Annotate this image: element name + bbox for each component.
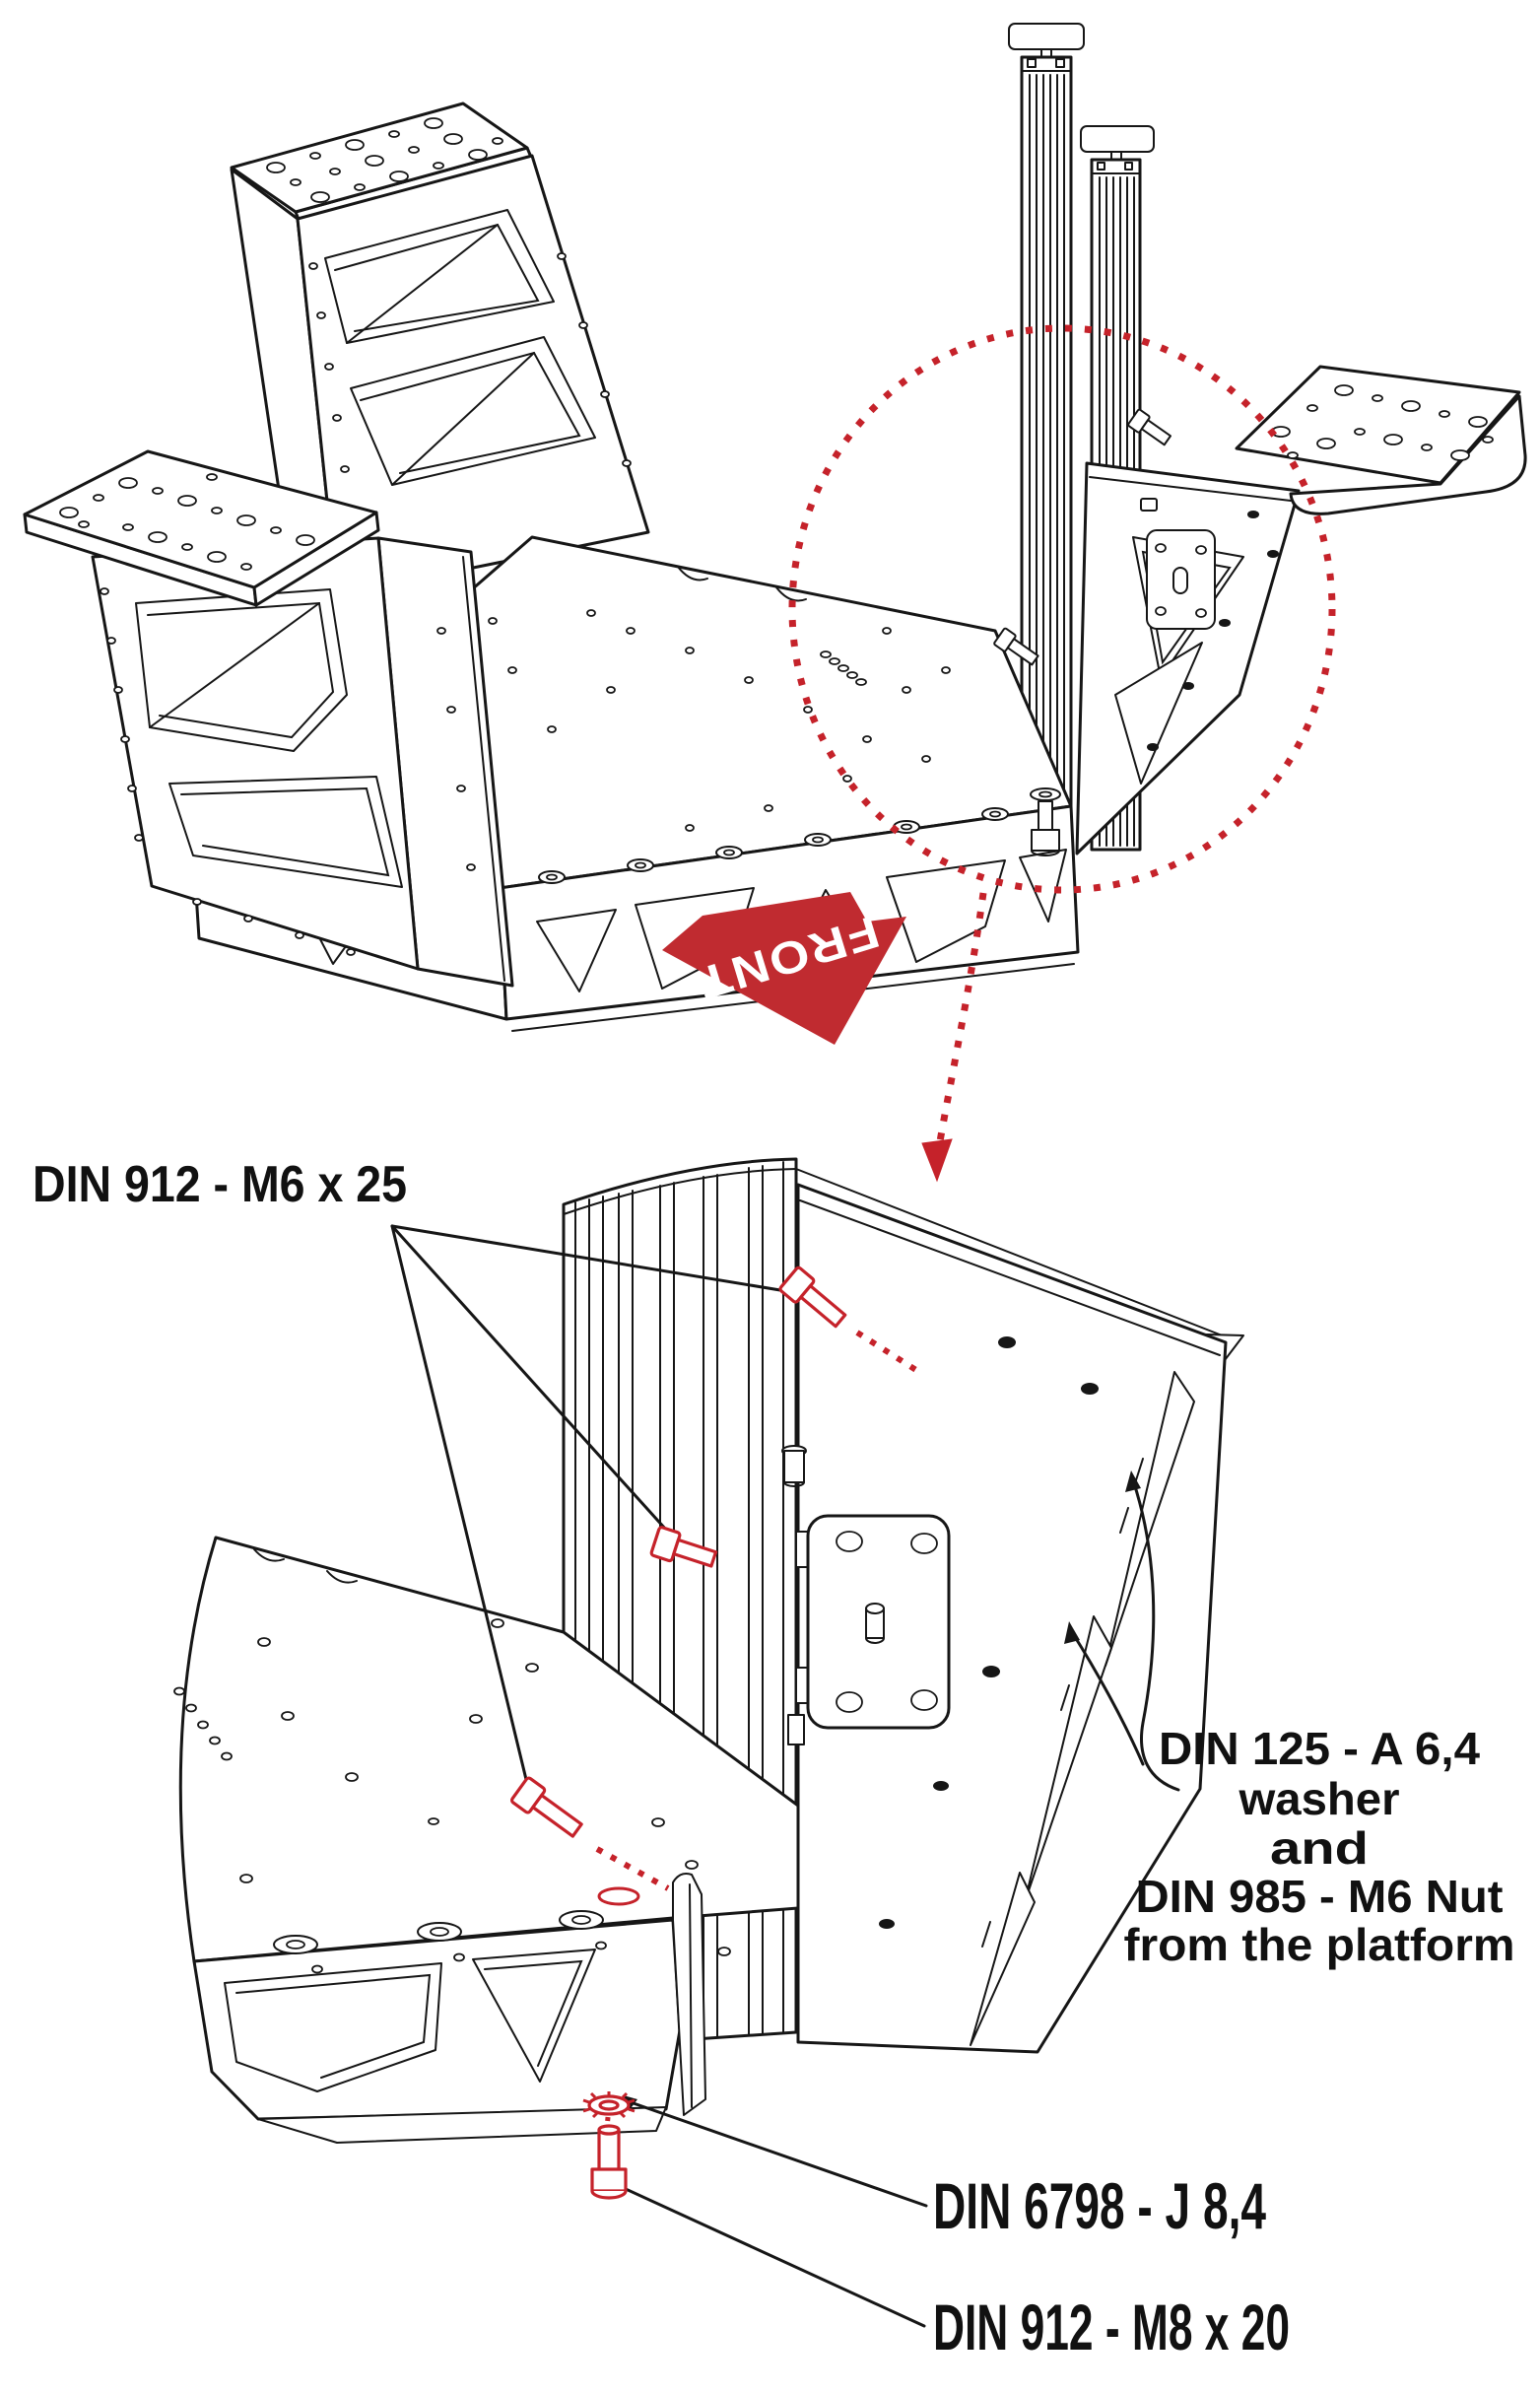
note-line-5: from the platform (1124, 1919, 1515, 1970)
red-screw-lower (509, 1776, 583, 1838)
washer-nut-callout-arcs (1064, 1471, 1180, 1792)
note-line-2: washer (1238, 1773, 1399, 1824)
zoom-leader-dotted (936, 892, 987, 1142)
left-support-structure (91, 536, 514, 988)
deck-slot-cluster-right (820, 650, 867, 686)
mounting-plate-small (1146, 529, 1216, 630)
red-screw-top (778, 1265, 847, 1329)
highlight-circle (788, 324, 1336, 894)
overview-red-annotations (788, 324, 1336, 1183)
note-line-1: DIN 125 - A 6,4 (1159, 1723, 1480, 1774)
label-screw-m6: DIN 912 - M6 x 25 (33, 1156, 407, 1213)
detail-red-annotations (509, 1265, 924, 2200)
detail-line-art (173, 1157, 1244, 2328)
red-bolt-m8 (590, 2124, 628, 2200)
zoom-leader-arrowhead (921, 1138, 953, 1183)
center-stud (865, 1603, 885, 1644)
detail-side-panel (796, 1183, 1228, 2054)
left-wing-plate (23, 449, 380, 607)
note-washer-nut: DIN 125 - A 6,4 washer and DIN 985 - M6 … (1124, 1723, 1515, 1970)
detail-truss-beam (192, 1873, 706, 2144)
extrusion-column-tall (1008, 23, 1085, 828)
detail-mounting-plate (781, 1445, 951, 1745)
red-target-hole (597, 1886, 640, 1906)
red-screw-middle (649, 1526, 718, 1568)
note-line-3: and (1270, 1822, 1369, 1874)
label-lock-washer: DIN 6798 - J 8,4 (933, 2169, 1266, 2242)
overview-fasteners (993, 408, 1172, 856)
red-lock-washer (582, 2091, 636, 2119)
label-screw-m8: DIN 912 - M8 x 20 (933, 2291, 1290, 2363)
note-line-4: DIN 985 - M6 Nut (1136, 1871, 1504, 1922)
bottom-screw-and-washer (1030, 787, 1061, 856)
overview-line-art (23, 23, 1527, 1032)
front-direction-arrow: FRONT (662, 892, 906, 1045)
t-bolt-upper (781, 1445, 807, 1487)
right-wing-plate (1235, 365, 1527, 515)
